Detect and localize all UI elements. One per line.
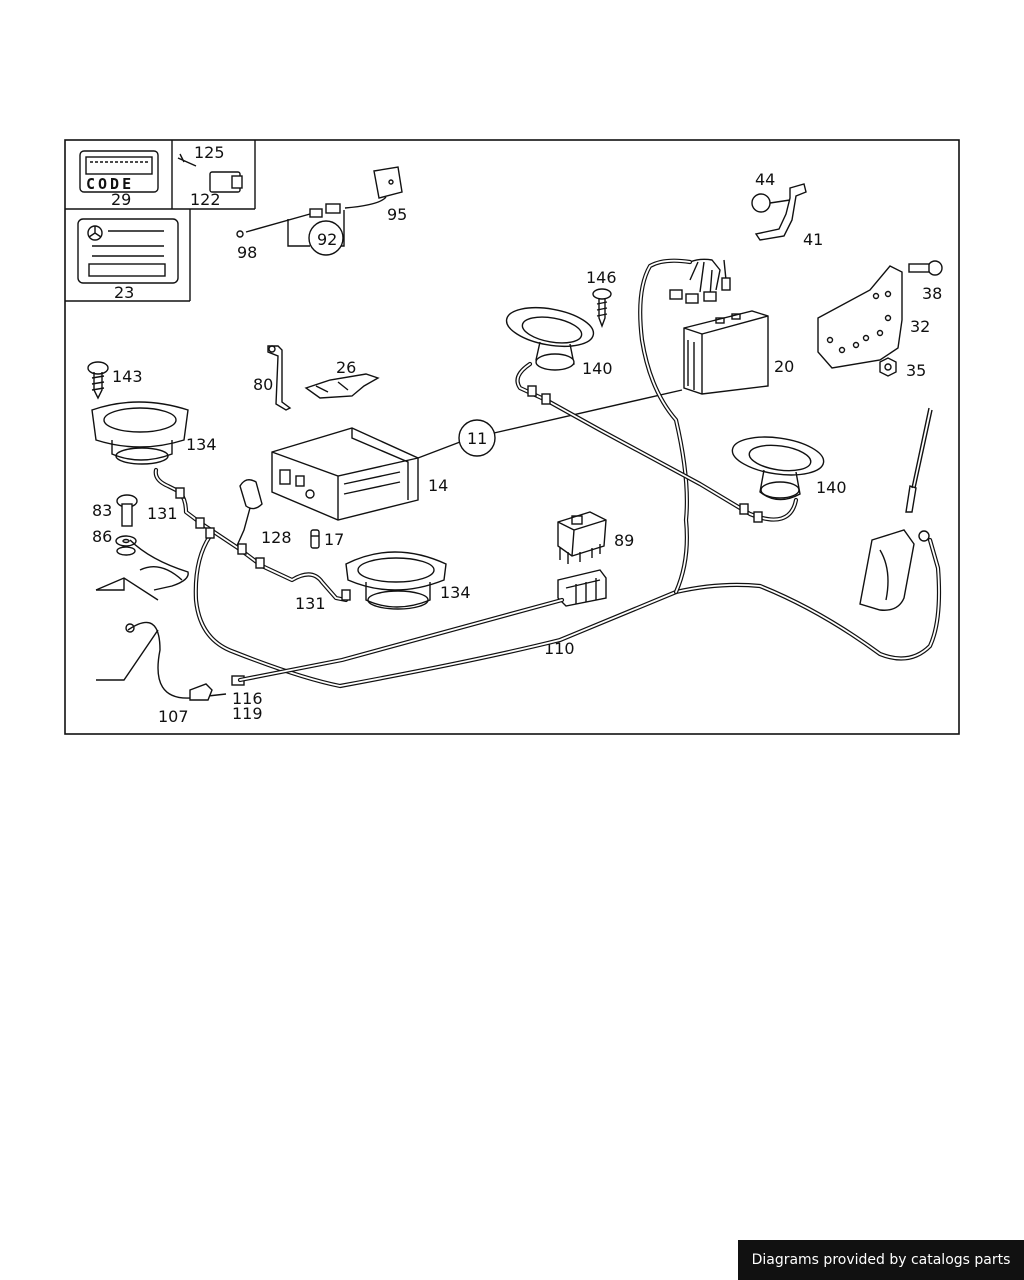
label-107: 107 [158, 707, 189, 726]
speaker-140-lower-part [731, 436, 825, 501]
inset-boxes [65, 140, 256, 302]
label-140-upper: 140 [582, 359, 613, 378]
label-80: 80 [253, 375, 273, 394]
label-26: 26 [336, 358, 356, 377]
label-131-upper: 131 [147, 504, 178, 523]
label-11: 11 [467, 429, 487, 448]
bolt-38-part [908, 260, 943, 276]
label-83: 83 [92, 501, 112, 520]
code-card-text: CODE [86, 175, 134, 193]
bracket-part [751, 183, 807, 241]
label-119: 119 [232, 704, 263, 723]
cable-connectors [175, 385, 763, 701]
label-14: 14 [428, 476, 448, 495]
label-134-left: 134 [186, 435, 217, 454]
battery-107-part [95, 577, 159, 681]
label-125: 125 [194, 143, 225, 162]
label-20: 20 [774, 357, 794, 376]
label-44: 44 [755, 170, 775, 189]
screw-143-part [87, 361, 109, 400]
info-card-part [77, 218, 179, 284]
speaker-140-upper-part [505, 306, 595, 371]
label-38: 38 [922, 284, 942, 303]
label-89: 89 [614, 531, 634, 550]
diagram-frame [64, 139, 960, 735]
code-card-part: CODE [79, 150, 159, 193]
label-86: 86 [92, 527, 112, 546]
fuse-17-part [310, 529, 320, 549]
label-122: 122 [190, 190, 221, 209]
label-134-center: 134 [440, 583, 471, 602]
relay-89-part [557, 511, 607, 564]
label-140-lower: 140 [816, 478, 847, 497]
label-41: 41 [803, 230, 823, 249]
clip-80-part [267, 345, 292, 411]
mounting-frame-part [817, 265, 903, 369]
label-23: 23 [114, 283, 134, 302]
screw-146-part [592, 288, 612, 328]
label-116: 116 [232, 689, 263, 708]
label-35: 35 [906, 361, 926, 380]
radio-unit-part [271, 427, 419, 521]
bolt-83-part [116, 494, 138, 527]
label-128: 128 [261, 528, 292, 547]
plug-connector-part [177, 153, 243, 193]
label-131-lower: 131 [295, 594, 326, 613]
label-143: 143 [112, 367, 143, 386]
power-antenna-part [859, 407, 933, 611]
label-29: 29 [111, 190, 131, 209]
nut-35-part [879, 357, 897, 377]
washer-86-part [115, 535, 137, 556]
label-98: 98 [237, 243, 257, 262]
knob-128-part [235, 479, 263, 549]
label-146: 146 [586, 268, 617, 287]
small-harness-part [236, 166, 403, 256]
callout-11 [417, 389, 683, 459]
cable-harness [127, 258, 942, 699]
speaker-134-center-part [345, 551, 447, 610]
label-95: 95 [387, 205, 407, 224]
connector-block-part [557, 569, 607, 607]
speaker-134-left-part [91, 401, 189, 465]
label-32: 32 [910, 317, 930, 336]
clip-26-part [304, 373, 380, 399]
label-92: 92 [317, 230, 337, 249]
label-17: 17 [324, 530, 344, 549]
footer-credit: Diagrams provided by catalogs parts [738, 1240, 1024, 1280]
amplifier-part [669, 258, 769, 395]
